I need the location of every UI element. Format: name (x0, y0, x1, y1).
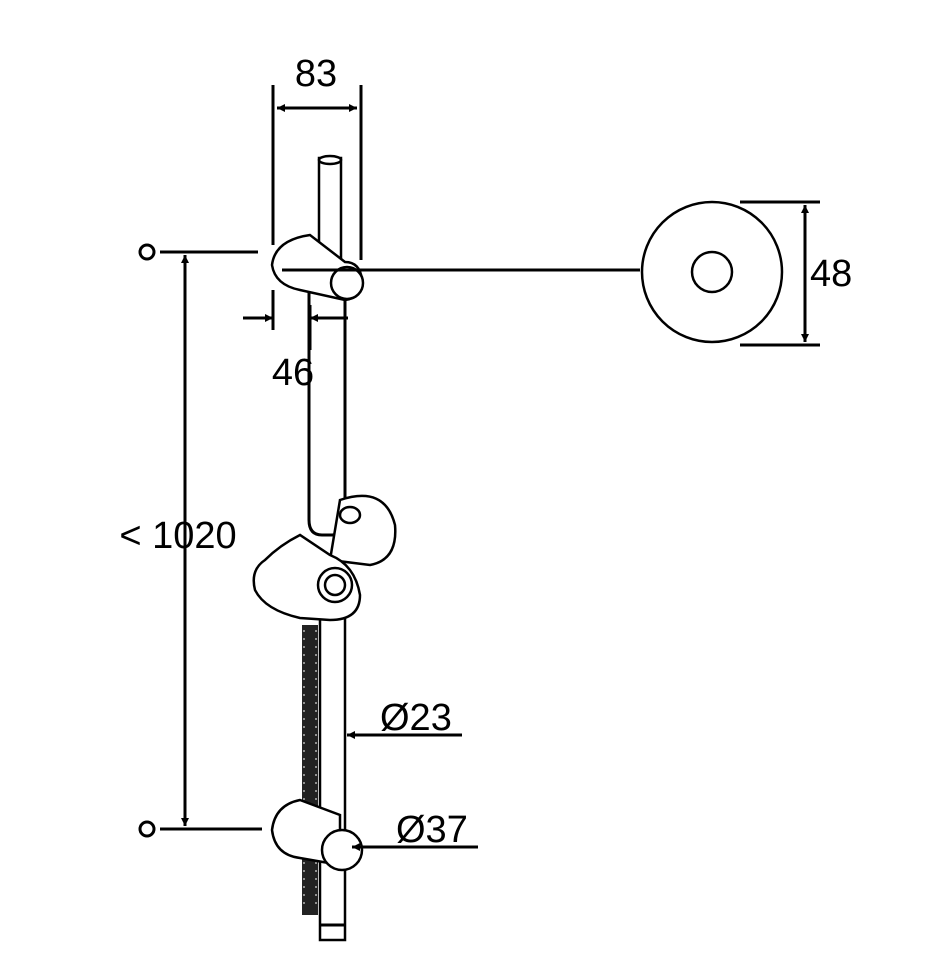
top-wall-bracket (270, 233, 640, 302)
wall-rosette (640, 200, 784, 344)
dimension-lines (181, 85, 820, 851)
dim-rod-diameter: Ø23 (380, 697, 452, 739)
dim-bracket-depth: 46 (272, 352, 314, 394)
dim-rosette-diameter: 48 (810, 253, 852, 295)
dim-height: < 1020 (119, 515, 236, 557)
fixing-points (138, 243, 262, 838)
bottom-wall-bracket (270, 798, 364, 872)
hand-shower-slider (252, 494, 397, 622)
dim-width-top: 83 (295, 53, 337, 95)
shower-hose (302, 625, 318, 915)
dim-holder-diameter: Ø37 (396, 809, 468, 851)
